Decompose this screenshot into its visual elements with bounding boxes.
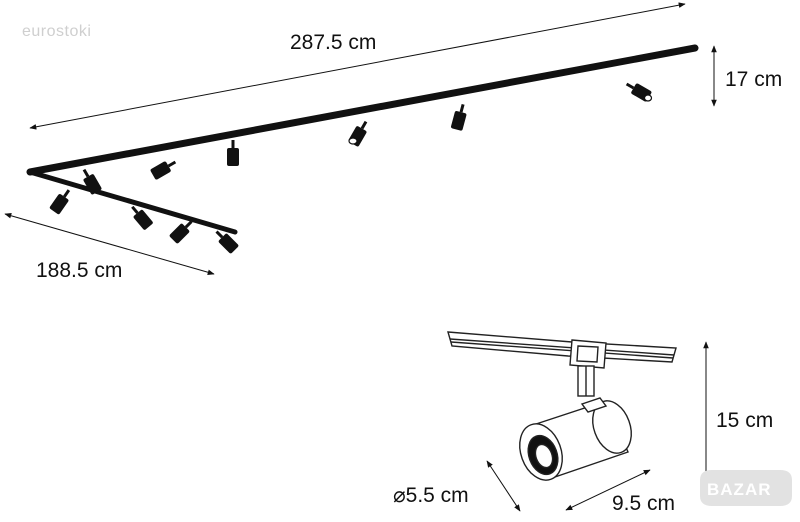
diameter-symbol: ⌀ bbox=[393, 484, 406, 507]
logo-text: BAZAR bbox=[707, 480, 772, 499]
spot-length-dimension-line bbox=[565, 469, 651, 511]
spot-diameter-value: 5.5 cm bbox=[406, 484, 469, 507]
track-length-dimension-line bbox=[29, 2, 686, 130]
short-rail-length-label: 188.5 cm bbox=[36, 259, 122, 282]
track-height-label: 17 cm bbox=[725, 68, 782, 91]
short-rail-dimension-line bbox=[4, 213, 215, 275]
spot-height-label: 15 cm bbox=[716, 409, 773, 432]
spot-length-label: 9.5 cm bbox=[612, 492, 675, 515]
spot-diameter-dimension-line bbox=[486, 460, 521, 512]
logo-badge-shape bbox=[700, 470, 792, 506]
spot-diameter-label: ⌀5.5 cm bbox=[393, 484, 469, 507]
track-assembly bbox=[26, 44, 699, 255]
spotlight-detail-drawing bbox=[447, 331, 677, 481]
track-length-label: 287.5 cm bbox=[290, 31, 376, 54]
watermark-text: eurostoki bbox=[22, 23, 91, 40]
bazar-logo: BAZAR bbox=[700, 470, 792, 506]
